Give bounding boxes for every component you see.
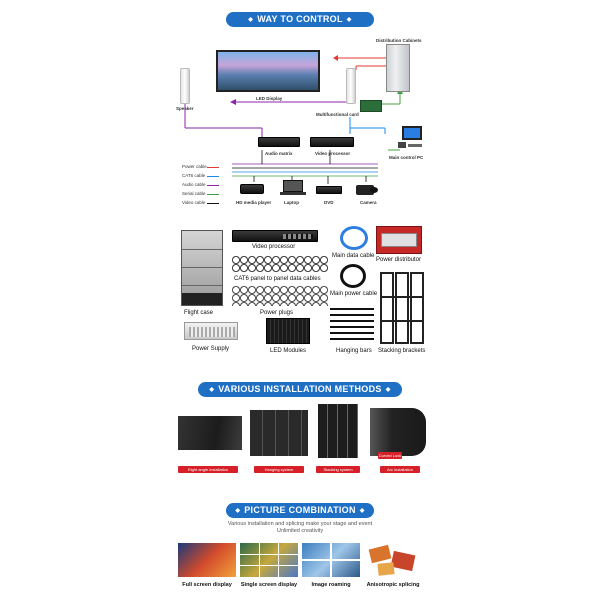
speaker-label: Speaker	[176, 106, 194, 111]
camera-icon	[354, 182, 378, 196]
card-label: Multifunctional card	[316, 112, 359, 117]
audio-matrix-label: Audio matrix	[265, 151, 293, 156]
arc-installation-label: Arc installation	[380, 466, 420, 473]
section-title-installation: ◆VARIOUS INSTALLATION METHODS◆	[198, 382, 402, 397]
multifunctional-card	[360, 100, 382, 112]
pc-icon	[398, 126, 424, 150]
hanging-system-image	[250, 410, 308, 456]
power-plugs-image	[232, 286, 328, 306]
speaker-left	[180, 68, 190, 104]
main-data-cable-image	[340, 226, 368, 250]
led-modules-label: LED Modules	[270, 348, 307, 354]
video-processor-device	[310, 137, 354, 147]
right-angle-label: Right angle installation	[178, 466, 238, 473]
right-angle-image	[178, 416, 242, 450]
hd-player-label: HD media player	[236, 200, 272, 205]
hanging-bars-label: Hanging bars	[336, 348, 372, 354]
connection-lines	[182, 55, 403, 184]
hd-player-device	[240, 184, 264, 194]
cat6-label: CAT6 panel to panel data cables	[234, 276, 321, 282]
power-supply-image	[184, 322, 238, 340]
legend-cat6: CAT6 cable	[182, 173, 206, 178]
section-title-combination: ◆PICTURE COMBINATION◆	[226, 503, 374, 518]
curved-lock-tag: Curved Lock	[378, 452, 402, 459]
arc-installation-image	[370, 408, 426, 456]
section-title-control: ◆WAY TO CONTROL◆	[226, 12, 374, 27]
single-screen-label: Single screen display	[240, 582, 298, 588]
stacking-system-label: Stacking system	[316, 466, 360, 473]
single-screen-image	[240, 543, 298, 577]
power-distributor-label: Power distributor	[376, 257, 422, 263]
laptop-label: Laptop	[284, 200, 299, 205]
anisotropic-label: Anisotropic splicing	[366, 582, 420, 588]
speaker-right	[346, 68, 356, 104]
image-roaming-image	[302, 543, 360, 577]
full-screen-label: Full screen display	[182, 582, 232, 588]
dvd-label: DVD	[324, 200, 334, 205]
stacking-brackets-label: Stacking brackets	[378, 348, 426, 354]
image-roaming-label: Image roaming	[311, 582, 351, 588]
camera-label: Camera	[360, 200, 377, 205]
main-data-cable-label: Main data cable	[332, 253, 375, 259]
combination-subtitle-2: Unlimited creativity	[276, 528, 324, 534]
legend-audio: Audio cable	[182, 182, 206, 187]
cat6-cables-image	[232, 256, 328, 272]
legend-power: Power cable	[182, 164, 207, 169]
video-processor-equipment-label: Video processor	[252, 244, 296, 250]
main-power-cable-label: Main power cable	[330, 291, 378, 297]
led-display-label: LED Display	[256, 96, 283, 101]
stacking-brackets-image	[380, 272, 424, 344]
power-distributor-image	[376, 226, 422, 254]
stacking-system-image	[318, 404, 358, 458]
video-processor-label: Video processor	[315, 151, 351, 156]
legend-serial: Serial cable	[182, 191, 206, 196]
dvd-device	[316, 186, 342, 194]
legend-video: Video cable	[182, 200, 206, 205]
hanging-bars-image	[330, 306, 374, 344]
video-processor-image	[232, 230, 318, 242]
power-plugs-label: Power plugs	[260, 310, 294, 316]
led-display-image	[216, 50, 320, 92]
laptop-icon	[280, 180, 306, 196]
power-supply-label: Power Supply	[192, 346, 230, 352]
distribution-label: Distribution Cabinets	[376, 38, 422, 43]
distribution-cabinet	[386, 44, 410, 92]
hanging-system-label: Hanging system	[254, 466, 304, 473]
main-power-cable-image	[340, 264, 366, 288]
audio-matrix-device	[258, 137, 300, 147]
led-modules-image	[266, 318, 310, 344]
flight-case-image	[181, 230, 223, 306]
full-screen-image	[178, 543, 236, 577]
combination-subtitle-1: Various installation and splicing make y…	[227, 521, 373, 527]
flight-case-label: Flight case	[184, 310, 214, 316]
pc-label: Main control PC	[389, 155, 424, 160]
anisotropic-image	[364, 543, 422, 577]
